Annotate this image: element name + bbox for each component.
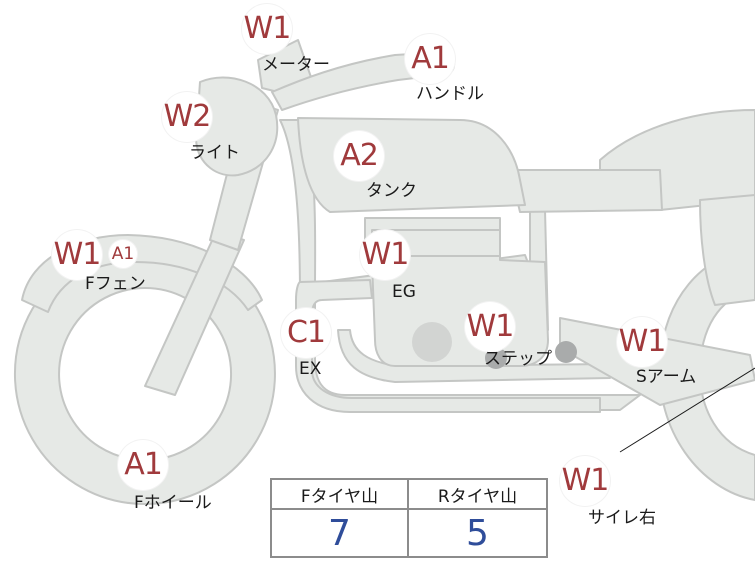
eg-grade-badge: W1 bbox=[360, 230, 410, 280]
engine-cover bbox=[412, 322, 452, 362]
tire-tread-table: Fタイヤ山 Rタイヤ山 7 5 bbox=[270, 478, 548, 558]
fwheel-grade-badge: A1 bbox=[118, 440, 168, 490]
leader-line bbox=[619, 367, 755, 453]
footpeg-right bbox=[555, 341, 577, 363]
ex-grade-badge: C1 bbox=[281, 308, 331, 358]
rear-tire-header: Rタイヤ山 bbox=[409, 480, 546, 510]
frame bbox=[279, 119, 641, 411]
light-label: ライト bbox=[189, 143, 240, 163]
handle-label: ハンドル bbox=[416, 84, 484, 104]
front-tire-header: Fタイヤ山 bbox=[272, 480, 409, 510]
step-label: ステップ bbox=[484, 349, 552, 369]
sarm-label: Sアーム bbox=[636, 367, 697, 387]
tank-label: タンク bbox=[366, 181, 417, 201]
sarm-grade-badge: W1 bbox=[617, 317, 667, 367]
footpeg-left bbox=[485, 347, 507, 369]
handle-grade-badge: A1 bbox=[405, 34, 455, 84]
rear-wheel bbox=[658, 247, 755, 501]
headlight bbox=[195, 76, 279, 177]
silencer-label: サイレ右 bbox=[588, 508, 656, 528]
eg-label: EG bbox=[392, 282, 416, 302]
rear-tire-value: 5 bbox=[466, 512, 489, 554]
fwheel-label: Fホイール bbox=[134, 493, 212, 513]
ffender-grade2-badge: A1 bbox=[109, 240, 137, 268]
silencer-grade-badge: W1 bbox=[560, 456, 610, 506]
front-tire-value: 7 bbox=[272, 510, 409, 556]
meter-label: メーター bbox=[262, 55, 330, 75]
ffender-grade-badge: W1 bbox=[52, 230, 102, 280]
tank-grade-badge: A2 bbox=[334, 131, 384, 181]
light-grade-badge: W2 bbox=[162, 92, 212, 142]
ex-label: EX bbox=[299, 359, 322, 379]
exhaust-pipe bbox=[295, 279, 601, 413]
step-grade-badge: W1 bbox=[465, 302, 515, 352]
meter-grade-badge: W1 bbox=[242, 4, 292, 54]
ffender-label: Fフェン bbox=[85, 274, 146, 294]
